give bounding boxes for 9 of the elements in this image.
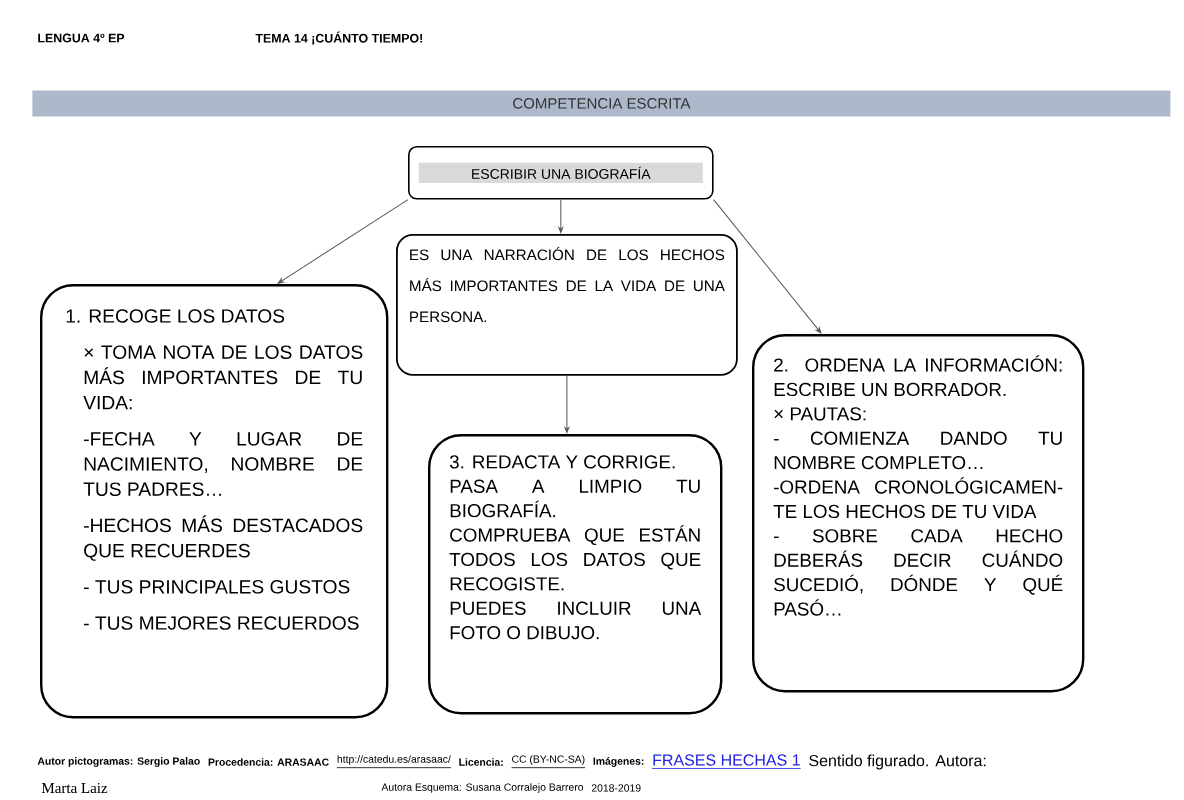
text-box: 1. RECOGE LOS DATOS × TOMA NOTA DE LOS DATOS MÁS IMPORTANTES DE TU VIDA: -FECHA Y LUGAR DE NACIMIENTO, NOMBRE DE TUS PADRES… -HECHOS MÁS DESTACADOS QUE RECUERDES - TUS PRINCIPALES GUSTOS - TUS MEJORES RECUERDOS: [40, 284, 389, 719]
arrow: [564, 375, 570, 434]
arrow: [277, 199, 409, 284]
text-box: 3. REDACTA Y CORRIGE. PASA A LIMPIO TU BIOGRAFÍA. COMPRUEBA QUE ESTÁN TODOS LOS DATOS QUE RECOGISTE. PUEDES INCLUIR UNA FOTO O DIBUJO.: [428, 434, 723, 715]
arrow: [558, 199, 564, 234]
arrow: [713, 199, 822, 334]
credit-text: Sentido figurado. Autora:: [809, 754, 986, 770]
text-box: 2. ORDENA LA INFORMACIÓN: ESCRIBE UN BORRADOR. × PAUTAS: - COMIENZA DANDO TU NOMBRE COMPLETO… -ORDENA CRONOLÓGICAMEN- TE LOS HECHOS DE TU VIDA - SOBRE CADA HECHO DEBERÁS DECIR CUÁNDO SUCEDIÓ, DÓNDE Y QUÉ PASÓ…: [752, 334, 1085, 693]
link-text: FRASES HECHAS 1: [651, 754, 801, 769]
